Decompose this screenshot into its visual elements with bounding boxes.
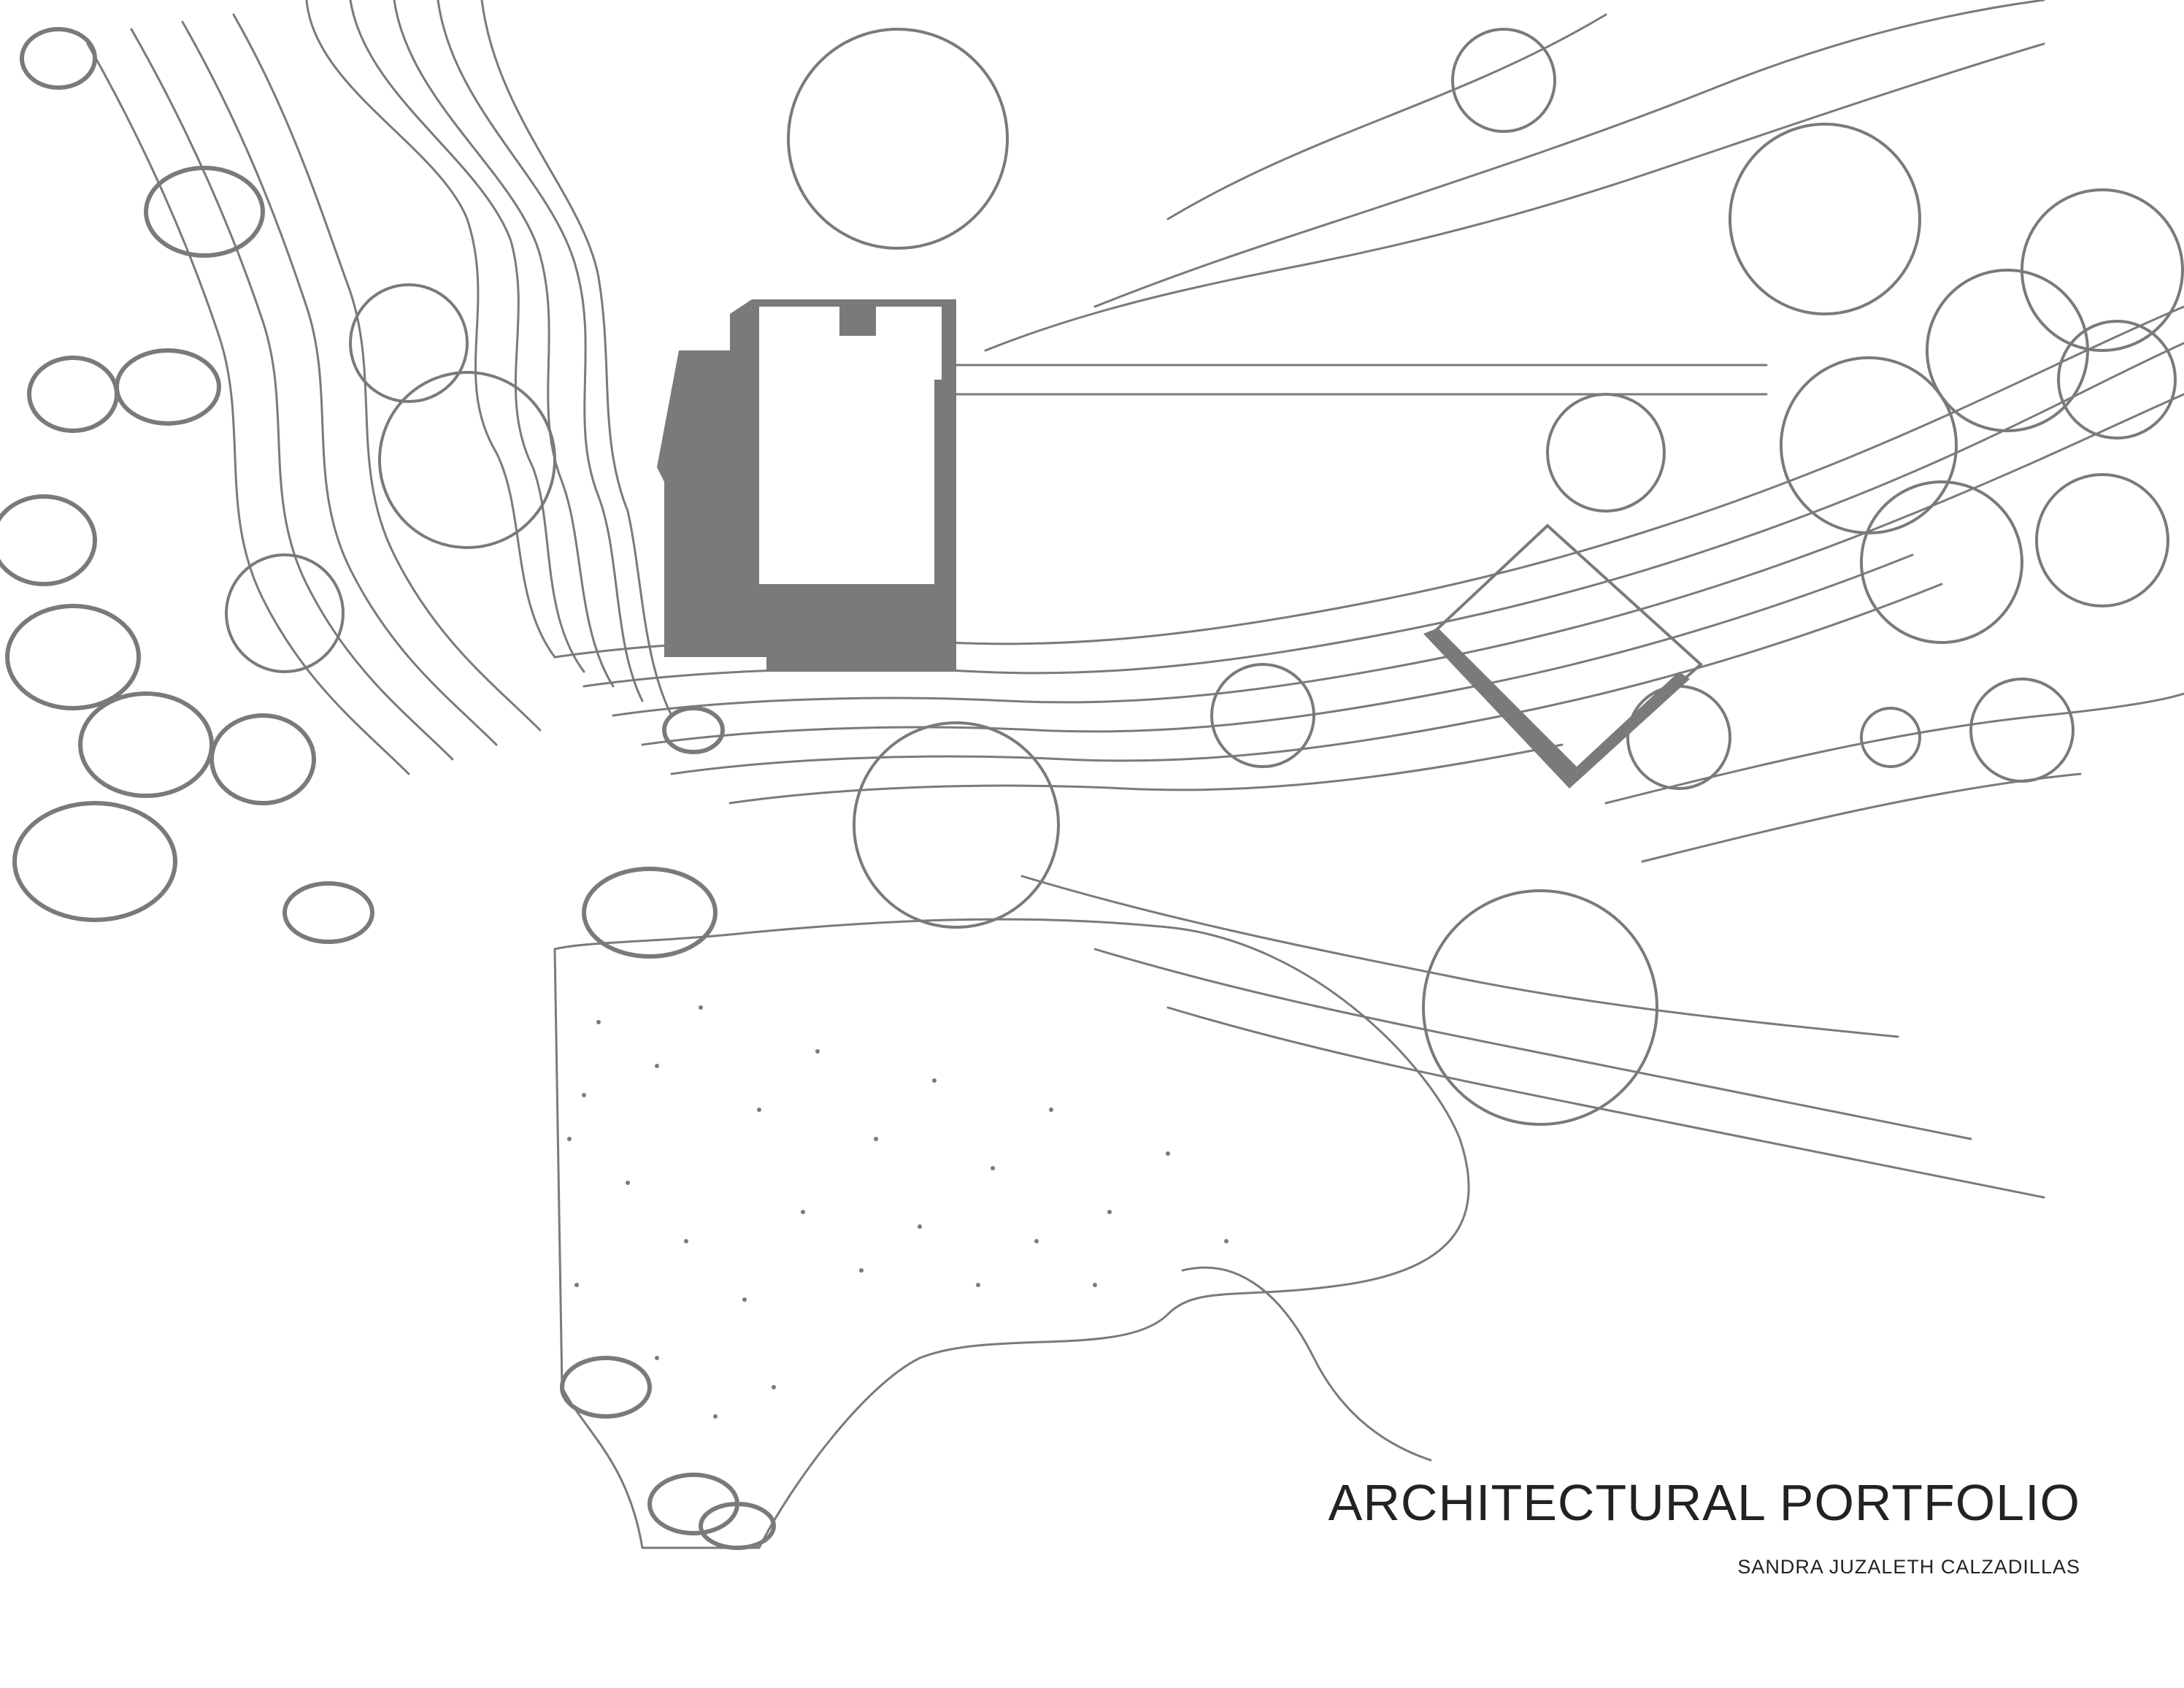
- tree-icon: [349, 283, 469, 403]
- tree-icon: [1860, 480, 2023, 644]
- tree-icon: [1729, 123, 1921, 315]
- meadow-outline: [553, 918, 1470, 1549]
- tree-icon: [1451, 28, 1556, 133]
- tree-icon: [2020, 188, 2184, 352]
- tree-icon: [225, 553, 345, 673]
- tree-icon: [853, 721, 1060, 929]
- tree-icon: [378, 371, 556, 549]
- tree-icon: [1422, 889, 1658, 1126]
- tree-icon: [1926, 269, 2089, 432]
- author-name: SANDRA JUZALETH CALZADILLAS: [1737, 1556, 2080, 1578]
- tree-icon: [787, 28, 1009, 250]
- document-title: ARCHITECTURAL PORTFOLIO: [1328, 1474, 2080, 1531]
- tree-icon: [2035, 473, 2169, 607]
- main-house: [657, 299, 956, 672]
- trees: [225, 28, 2184, 1126]
- meadow-stipple: [567, 1005, 1228, 1419]
- tree-icon: [2057, 320, 2177, 440]
- tree-icon: [1860, 707, 1921, 768]
- tree-icon: [1210, 663, 1315, 768]
- tree-icon: [1969, 678, 2075, 783]
- title-block: ARCHITECTURAL PORTFOLIO SANDRA JUZALETH …: [1329, 1475, 2080, 1578]
- tree-icon: [1626, 685, 1731, 790]
- shrub-cluster: [0, 27, 776, 1550]
- guest-house: [1423, 523, 1704, 789]
- contour-lines-west: [86, 0, 673, 775]
- tree-icon: [1780, 356, 1958, 534]
- tree-icon: [1546, 393, 1666, 513]
- contour-lines-east: [553, 0, 2184, 1462]
